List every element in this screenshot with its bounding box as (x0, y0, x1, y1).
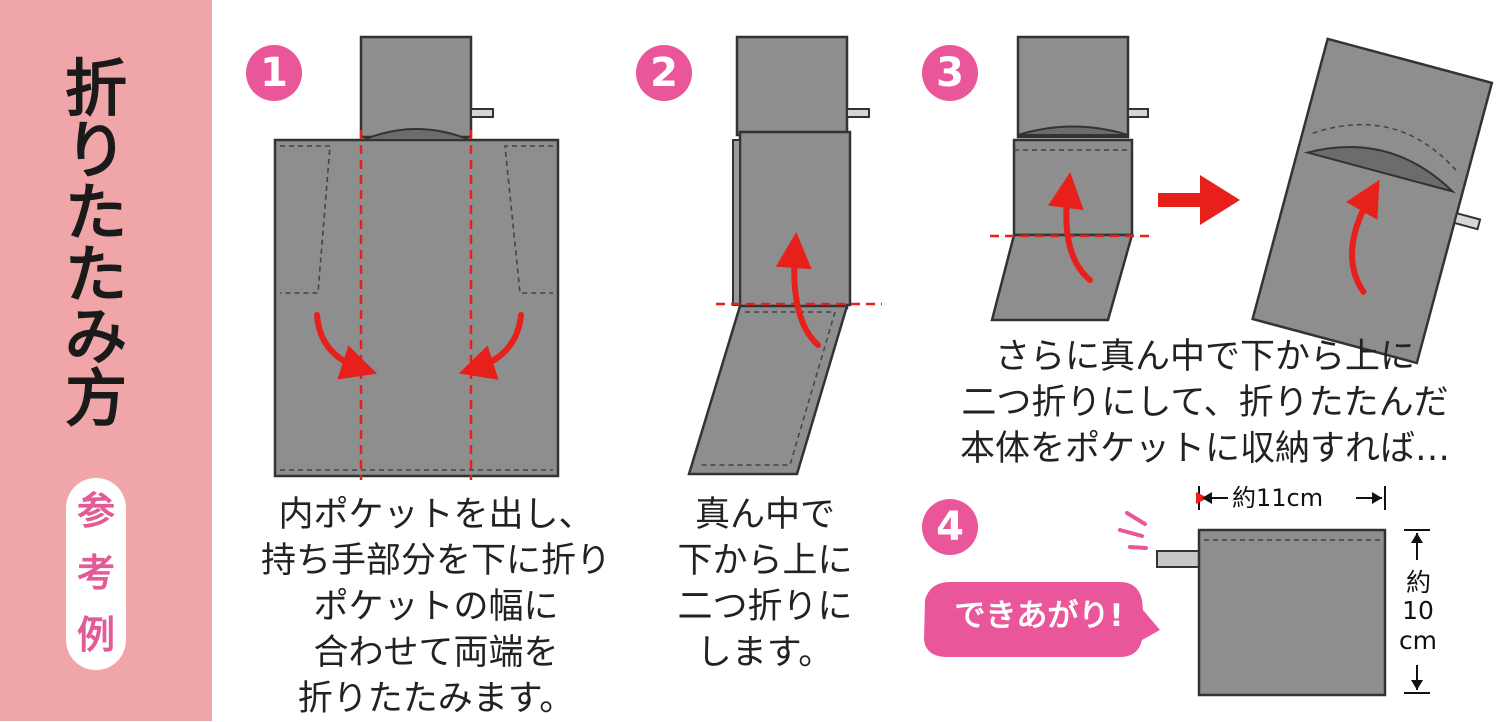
step-number-1: 1 (246, 45, 302, 101)
step3-caption: さらに真ん中で下から上に 二つ折りにして、折りたたんだ 本体をポケットに収納すれ… (930, 334, 1480, 472)
caption-line: 持ち手部分を下に折り (260, 541, 611, 581)
right-side-seam (504, 145, 553, 294)
handle-strap (359, 35, 473, 139)
fold-arrow-left (314, 312, 378, 380)
title-char: た (64, 238, 127, 311)
caption-line: 二つ折りにして、折りたたんだ (961, 383, 1449, 423)
sidebar: 折 り た た み 方 参 考 例 (0, 0, 212, 721)
step3-illustration-left (990, 35, 1154, 322)
transition-arrow (1158, 175, 1240, 225)
example-badge: 参 考 例 (66, 478, 126, 670)
height-dimension-label-mid: 10 (1402, 596, 1434, 625)
step2-illustration (687, 35, 882, 476)
step1-caption: 内ポケットを出し、 持ち手部分を下に折り ポケットの幅に 合わせて両端を 折りた… (246, 492, 626, 722)
caption-line: 合わせて両端を (313, 633, 559, 673)
inner-pocket-opening (362, 128, 471, 141)
caption-line: します。 (696, 633, 834, 673)
fold-arrow-right (458, 312, 524, 380)
step1-illustration (273, 35, 560, 480)
caption-line: 本体をポケットに収納すれば… (959, 429, 1450, 469)
step-number-4: 4 (922, 499, 978, 555)
caption-line: 真ん中で (694, 495, 835, 535)
step3-illustration-right (1251, 37, 1494, 365)
badge-char: 参 (76, 489, 115, 533)
height-dimension-label-top: 約 (1406, 568, 1432, 597)
strap-tab (470, 108, 494, 118)
badge-char: 例 (76, 613, 115, 657)
finished-speech-bubble (924, 582, 1160, 657)
caption-line: 二つ折りに (677, 587, 853, 627)
title-char: 方 (64, 362, 127, 435)
height-dimension-label-bottom: cm (1398, 626, 1438, 655)
bag-body (273, 138, 560, 478)
caption-line: 内ポケットを出し、 (278, 495, 594, 535)
width-dimension-label: 約11cm (1232, 484, 1324, 512)
step-number-2: 2 (636, 45, 692, 101)
caption-line: さらに真ん中で下から上に (994, 337, 1415, 377)
badge-char: 考 (76, 551, 115, 595)
step2-caption: 真ん中で 下から上に 二つ折りに します。 (660, 492, 870, 676)
left-side-seam (280, 145, 331, 294)
title-char: た (64, 176, 127, 249)
caption-line: 下から上に (677, 541, 853, 581)
step-number-3: 3 (922, 45, 978, 101)
caption-line: ポケットの幅に (313, 587, 559, 627)
finished-bag (1118, 486, 1430, 697)
title-char: り (64, 114, 127, 187)
finished-label: できあがり! (954, 598, 1124, 634)
fold-arrow-up (775, 232, 821, 348)
title-char: み (64, 300, 127, 373)
caption-line: 折りたたみます。 (297, 679, 575, 719)
folded-lower-half (687, 304, 849, 476)
title-char: 折 (64, 52, 127, 125)
